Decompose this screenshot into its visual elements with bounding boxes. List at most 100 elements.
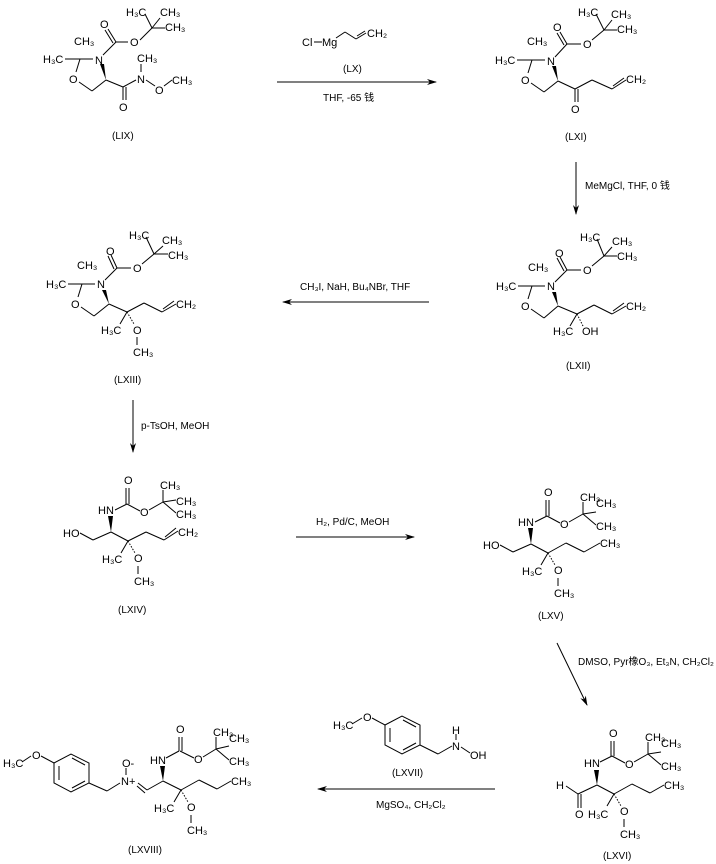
atom-label: O bbox=[521, 301, 530, 313]
atom-label: CH₃ bbox=[661, 761, 681, 773]
atom-label: Mg bbox=[322, 37, 337, 49]
atom-label: CH₃ bbox=[617, 24, 637, 36]
atom-label: H₃C bbox=[46, 279, 66, 291]
atom-label: O bbox=[544, 487, 553, 499]
atom-label: O bbox=[554, 565, 563, 577]
atom-label: CH₃ bbox=[664, 780, 684, 792]
atom-label: CH₃ bbox=[612, 236, 632, 248]
reaction-step-2: MeMgCl, THF, 0 钱 bbox=[573, 162, 670, 215]
atom-label: O bbox=[583, 265, 592, 277]
atom-label: H₃C bbox=[578, 7, 598, 19]
atom-label: H₃C bbox=[154, 803, 174, 815]
atom-label: H₃C bbox=[495, 55, 515, 67]
atom-label: H₃C bbox=[580, 232, 600, 244]
atom-label: O bbox=[609, 728, 618, 740]
atom-label: O bbox=[119, 102, 128, 114]
atom-label: N bbox=[547, 56, 555, 68]
atom-label: O bbox=[620, 806, 629, 818]
atom-label: OH bbox=[582, 326, 599, 338]
compound-LXVI: O HN O CH₃ CH₃ CH₃ H O CH₃ H₃C O CH₃ (LX… bbox=[556, 728, 684, 862]
atom-label: CH₃ bbox=[176, 496, 196, 508]
atom-label: O bbox=[187, 802, 196, 814]
atom-label: CH₂ bbox=[176, 299, 196, 311]
atom-label: CH₃ bbox=[596, 521, 616, 533]
atom-label: O bbox=[194, 754, 203, 766]
atom-label: CH₃ bbox=[620, 829, 640, 841]
compound-LIX: H₃C CH₃ CH₃ O O N CH₃ H₃C O O N CH₃ O bbox=[43, 7, 192, 142]
atom-label: CH₃ bbox=[172, 75, 192, 87]
atom-label: CH₃ bbox=[528, 262, 548, 274]
atom-label: CH₃ bbox=[600, 538, 620, 550]
reaction-step-1: Cl Mg CH₂ (LX) THF, -65 钱 bbox=[277, 28, 437, 104]
atom-label: O bbox=[106, 246, 115, 258]
atom-label: CH₃ bbox=[133, 347, 153, 359]
reaction-step-7: MgSO₄, CH₂Cl₂ bbox=[317, 786, 495, 811]
atom-label: H₃C bbox=[43, 54, 63, 66]
compound-label: (LXVII) bbox=[392, 768, 423, 779]
atom-label: HO bbox=[63, 528, 80, 540]
atom-label: CH₃ bbox=[134, 576, 154, 588]
atom-label: O bbox=[130, 37, 139, 49]
atom-label: H₃C bbox=[129, 230, 149, 242]
reaction-step-6: DMSO, Pyr橡O₃, Et₃N, CH₂Cl₂ bbox=[556, 642, 714, 706]
compound-label: (LXII) bbox=[566, 361, 590, 372]
atom-label: HN bbox=[150, 755, 166, 767]
atom-label: O bbox=[140, 507, 149, 519]
reaction-arrow bbox=[556, 642, 588, 706]
atom-label: O bbox=[155, 85, 164, 97]
atom-label: CH₂ bbox=[626, 301, 646, 313]
atom-label: CH₃ bbox=[611, 9, 631, 21]
atom-label: CH₂ bbox=[178, 527, 198, 539]
atom-label: O- bbox=[122, 758, 135, 770]
atom-label: H₃C bbox=[522, 566, 542, 578]
atom-label: HO bbox=[483, 540, 500, 552]
atom-label: O bbox=[521, 75, 530, 87]
atom-label: O bbox=[134, 553, 143, 565]
atom-label: HN bbox=[98, 505, 114, 517]
atom-label: O bbox=[100, 19, 109, 31]
atom-label: CH₃ bbox=[645, 732, 665, 744]
atom-label: CH₃ bbox=[661, 738, 681, 750]
compound-LXIV: O HN O CH₃ CH₃ CH₃ HO CH₂ H₃C O CH₃ (LXI… bbox=[63, 475, 198, 616]
atom-label: CH₃ bbox=[168, 250, 188, 262]
atom-label: H bbox=[556, 780, 564, 792]
reaction-step-3: CH₃I, NaH, Bu₄NBr, THF bbox=[282, 282, 429, 305]
atom-label: N bbox=[97, 279, 105, 291]
atom-label: O bbox=[133, 325, 142, 337]
compound-LXIII: H₃C CH₃ CH₃ O O N CH₃ H₃C O CH₂ H₃C O CH… bbox=[46, 230, 196, 386]
atom-label: CH₃ bbox=[137, 53, 157, 65]
atom-label: N bbox=[547, 281, 555, 293]
atom-label: CH₃ bbox=[74, 36, 94, 48]
compound-label: (LXIV) bbox=[118, 605, 146, 616]
atom-label: CH₃ bbox=[165, 22, 185, 34]
atom-label: CH₃ bbox=[596, 498, 616, 510]
atom-label: O bbox=[571, 104, 580, 116]
atom-label: H₃C bbox=[102, 554, 122, 566]
compound-label: (LXVIII) bbox=[128, 845, 162, 856]
atom-label: CH₃ bbox=[160, 480, 180, 492]
atom-label: HN bbox=[584, 758, 600, 770]
atom-label: O bbox=[32, 750, 41, 762]
atom-label: N bbox=[95, 55, 103, 67]
atom-label: OH bbox=[470, 750, 487, 762]
atom-label: CH₃ bbox=[213, 727, 233, 739]
compound-label: (LXVI) bbox=[603, 851, 631, 862]
atom-label: H₃C bbox=[3, 758, 23, 770]
reaction-conditions: MeMgCl, THF, 0 钱 bbox=[585, 179, 670, 192]
compound-LXVIII: H₃C O N+ O- HN O O CH₃ CH₃ CH₃ CH₃ bbox=[3, 724, 251, 856]
reaction-step-5: H₂, Pd/C, MeOH bbox=[296, 517, 415, 540]
atom-label: O bbox=[133, 263, 142, 275]
atom-label: O bbox=[575, 809, 584, 821]
reaction-conditions: DMSO, Pyr橡O₃, Et₃N, CH₂Cl₂ bbox=[578, 655, 714, 668]
atom-label: O bbox=[176, 724, 185, 736]
atom-label: CH₃ bbox=[617, 251, 637, 263]
atom-label: CH₂ bbox=[626, 74, 646, 86]
atom-label: CH₃ bbox=[527, 36, 547, 48]
reaction-step-4: p-TsOH, MeOH bbox=[130, 400, 209, 453]
atom-label: N bbox=[452, 741, 460, 753]
atom-label: CH₃ bbox=[162, 235, 182, 247]
compound-label: (LIX) bbox=[112, 131, 134, 142]
atom-label: CH₃ bbox=[187, 825, 207, 837]
atom-label: H₃C bbox=[553, 326, 573, 338]
